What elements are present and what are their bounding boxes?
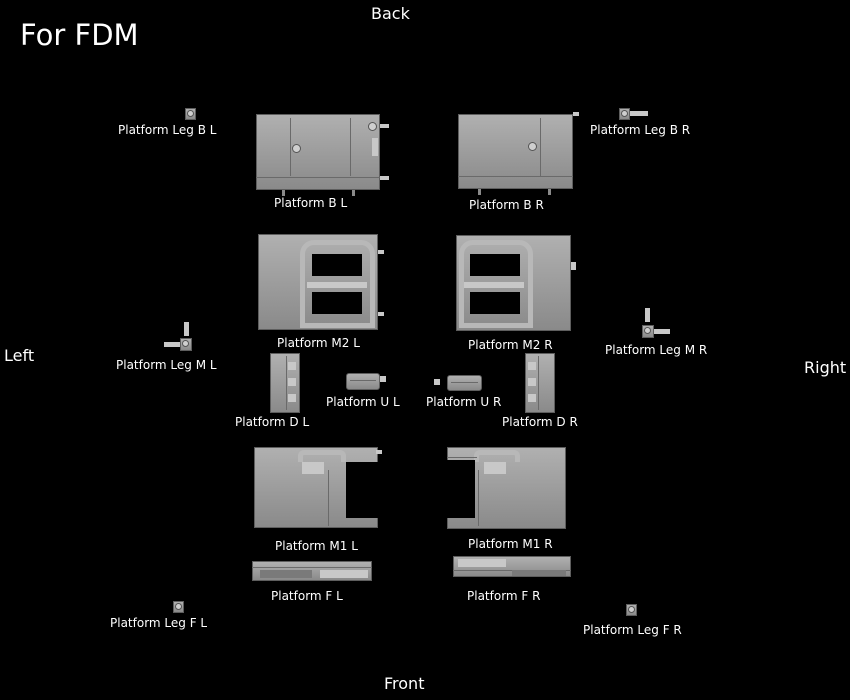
direction-left: Left [4, 346, 35, 365]
label-m2-l: Platform M2 L [277, 336, 360, 350]
label-d-l: Platform D L [235, 415, 310, 429]
label-u-l: Platform U L [326, 395, 400, 409]
page-title: For FDM [20, 18, 139, 52]
label-m1-l: Platform M1 L [275, 539, 358, 553]
direction-right: Right [804, 358, 847, 377]
label-leg-f-l: Platform Leg F L [110, 616, 208, 630]
direction-front: Front [384, 674, 425, 693]
label-f-r: Platform F R [467, 589, 541, 603]
label-leg-f-r: Platform Leg F R [583, 623, 682, 637]
label-u-r: Platform U R [426, 395, 502, 409]
label-m2-r: Platform M2 R [468, 338, 553, 352]
label-f-l: Platform F L [271, 589, 343, 603]
label-d-r: Platform D R [502, 415, 578, 429]
label-leg-b-r: Platform Leg B R [590, 123, 691, 137]
label-leg-b-l: Platform Leg B L [118, 123, 217, 137]
label-leg-m-r: Platform Leg M R [605, 343, 708, 357]
direction-back: Back [371, 4, 410, 23]
label-b-l: Platform B L [274, 196, 348, 210]
label-m1-r: Platform M1 R [468, 537, 553, 551]
label-leg-m-l: Platform Leg M L [116, 358, 217, 372]
label-b-r: Platform B R [469, 198, 544, 212]
